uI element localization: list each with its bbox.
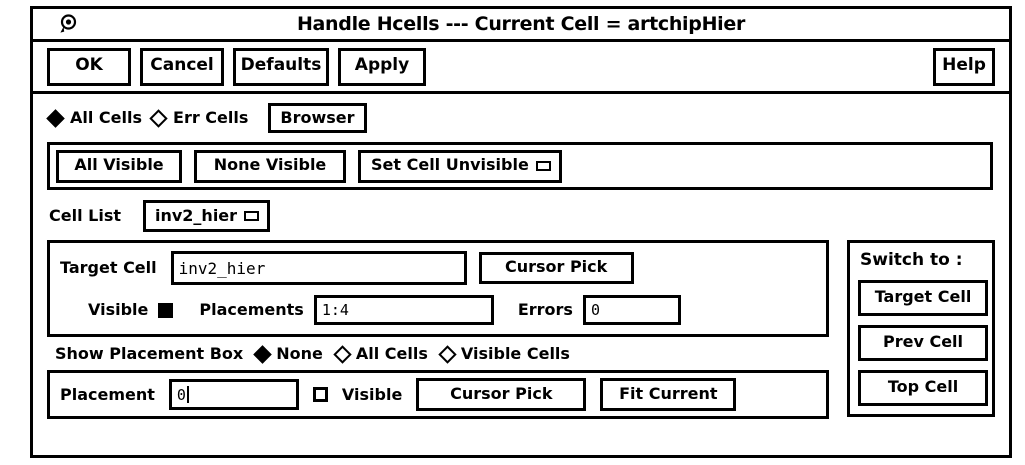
target-cell-status-row: Visible Placements 1:4 Errors 0 <box>60 295 816 325</box>
radio-box-none[interactable]: None <box>253 344 323 364</box>
all-visible-button[interactable]: All Visible <box>56 149 182 183</box>
main-split: Target Cell inv2_hier Cursor Pick Visibl… <box>33 240 1009 419</box>
radio-box-all-cells[interactable]: All Cells <box>333 344 428 364</box>
dialog-body: All Cells Err Cells Browser All Visible … <box>33 94 1009 419</box>
target-visible-checkbox[interactable] <box>158 302 174 318</box>
placement-label: Placement <box>60 384 155 404</box>
cancel-button[interactable]: Cancel <box>140 47 224 86</box>
target-cursor-pick-button[interactable]: Cursor Pick <box>478 252 634 284</box>
radio-err-cells-label: Err Cells <box>173 108 249 127</box>
placement-group: Placement 0 Visible Cursor Pick Fit Curr… <box>47 370 829 419</box>
show-placement-box-label: Show Placement Box <box>55 344 244 363</box>
visible-label: Visible <box>88 300 149 319</box>
fit-current-button[interactable]: Fit Current <box>600 378 737 411</box>
errors-input[interactable]: 0 <box>582 295 681 325</box>
none-visible-button[interactable]: None Visible <box>194 149 346 183</box>
target-cell-row: Target Cell inv2_hier Cursor Pick <box>60 251 816 285</box>
radio-all-cells-indicator <box>46 108 65 128</box>
cell-list-value: inv2_hier <box>154 205 238 225</box>
show-placement-box-row: Show Placement Box None All Cells Visibl… <box>47 337 833 370</box>
placement-visible-label: Visible <box>341 384 403 404</box>
switch-prev-cell-button[interactable]: Prev Cell <box>858 325 988 361</box>
resize-handle-top-right[interactable] <box>990 6 1012 26</box>
text-caret <box>186 386 189 403</box>
switch-target-cell-button[interactable]: Target Cell <box>858 280 988 316</box>
resize-handle-top-left[interactable] <box>30 6 52 26</box>
resize-handle-bottom-left[interactable] <box>30 438 52 458</box>
set-cell-visibility-value: Set Cell Unvisible <box>371 155 529 175</box>
radio-box-visible-cells[interactable]: Visible Cells <box>438 344 570 364</box>
radio-err-cells[interactable]: Err Cells <box>149 108 249 128</box>
application-window: Handle Hcells --- Current Cell = artchip… <box>30 6 1012 458</box>
target-cell-input[interactable]: inv2_hier <box>170 251 467 285</box>
radio-all-cells[interactable]: All Cells <box>46 108 143 128</box>
target-cell-group: Target Cell inv2_hier Cursor Pick Visibl… <box>47 240 829 337</box>
placement-input-value: 0 <box>176 385 186 404</box>
cell-list-label: Cell List <box>49 206 121 225</box>
magnifier-icon[interactable] <box>57 13 79 37</box>
radio-all-cells-label: All Cells <box>70 108 143 127</box>
placements-input[interactable]: 1:4 <box>313 295 494 325</box>
apply-button[interactable]: Apply <box>338 47 426 86</box>
title-bar: Handle Hcells --- Current Cell = artchip… <box>33 9 1009 42</box>
radio-box-visible-cells-indicator <box>438 344 457 364</box>
left-column: Target Cell inv2_hier Cursor Pick Visibl… <box>33 240 833 419</box>
radio-box-none-label: None <box>276 344 323 363</box>
switch-top-cell-button[interactable]: Top Cell <box>858 370 988 406</box>
switch-to-panel: Switch to : Target Cell Prev Cell Top Ce… <box>847 240 995 417</box>
cell-list-optionmenu[interactable]: inv2_hier <box>142 200 271 232</box>
placement-visible-checkbox[interactable] <box>312 387 328 402</box>
cell-list-row: Cell List inv2_hier <box>33 190 1009 240</box>
visibility-toolbar: All Visible None Visible Set Cell Unvisi… <box>47 142 993 190</box>
radio-box-none-indicator <box>253 344 272 364</box>
switch-to-title: Switch to : <box>860 250 963 270</box>
help-button[interactable]: Help <box>933 47 995 86</box>
resize-handle-bottom-right[interactable] <box>990 438 1012 458</box>
action-toolbar: OK Cancel Defaults Apply Help <box>33 42 1009 94</box>
defaults-button[interactable]: Defaults <box>233 47 329 86</box>
radio-err-cells-indicator <box>149 108 168 128</box>
window-title: Handle Hcells --- Current Cell = artchip… <box>296 13 746 35</box>
cell-mode-row: All Cells Err Cells Browser <box>33 94 1009 142</box>
placement-input[interactable]: 0 <box>168 379 299 410</box>
option-menu-indicator-icon <box>535 160 551 171</box>
browser-button[interactable]: Browser <box>268 103 367 133</box>
radio-box-all-cells-label: All Cells <box>355 344 428 363</box>
placements-label: Placements <box>199 300 304 319</box>
radio-box-all-cells-indicator <box>333 344 352 364</box>
target-cell-label: Target Cell <box>60 258 157 277</box>
option-menu-indicator-icon <box>244 211 260 221</box>
radio-box-visible-cells-label: Visible Cells <box>460 344 570 363</box>
errors-label: Errors <box>517 300 573 319</box>
placement-cursor-pick-button[interactable]: Cursor Pick <box>416 378 587 411</box>
ok-button[interactable]: OK <box>47 47 131 86</box>
set-cell-visibility-optionmenu[interactable]: Set Cell Unvisible <box>358 149 562 183</box>
